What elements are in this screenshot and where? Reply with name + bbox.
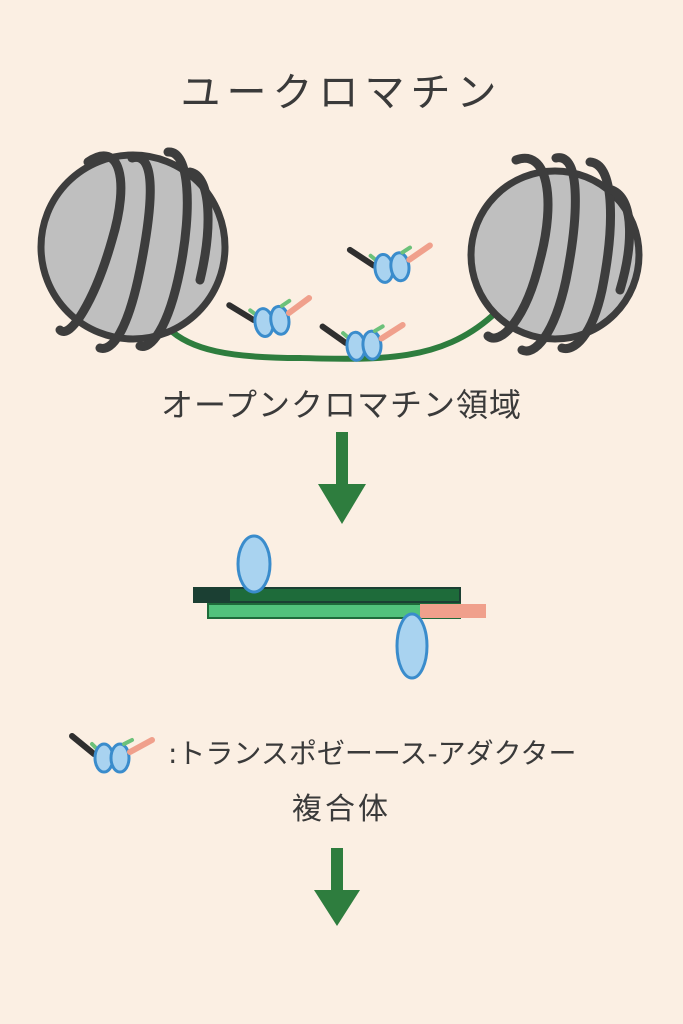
linker-dna xyxy=(165,313,495,362)
nucleosome-right-icon xyxy=(467,153,643,356)
transposase-complex-icon-2 xyxy=(350,242,433,286)
open-chromatin-label: オープンクロマチン領域 xyxy=(160,386,523,424)
tagmented-fragment xyxy=(193,534,486,680)
down-arrow-icon-1 xyxy=(318,432,366,524)
transposase-complex-icon-1 xyxy=(229,294,313,341)
diagram-title: ユークロマチン xyxy=(180,70,503,116)
nucleosome-left-icon xyxy=(37,147,229,353)
legend-transposase-icon xyxy=(72,736,152,772)
down-arrow-icon-2 xyxy=(314,848,360,926)
legend-label-line1: :トランスポゼーース-アダクター xyxy=(168,737,577,770)
legend-label-line2: 複合体 xyxy=(292,792,391,827)
